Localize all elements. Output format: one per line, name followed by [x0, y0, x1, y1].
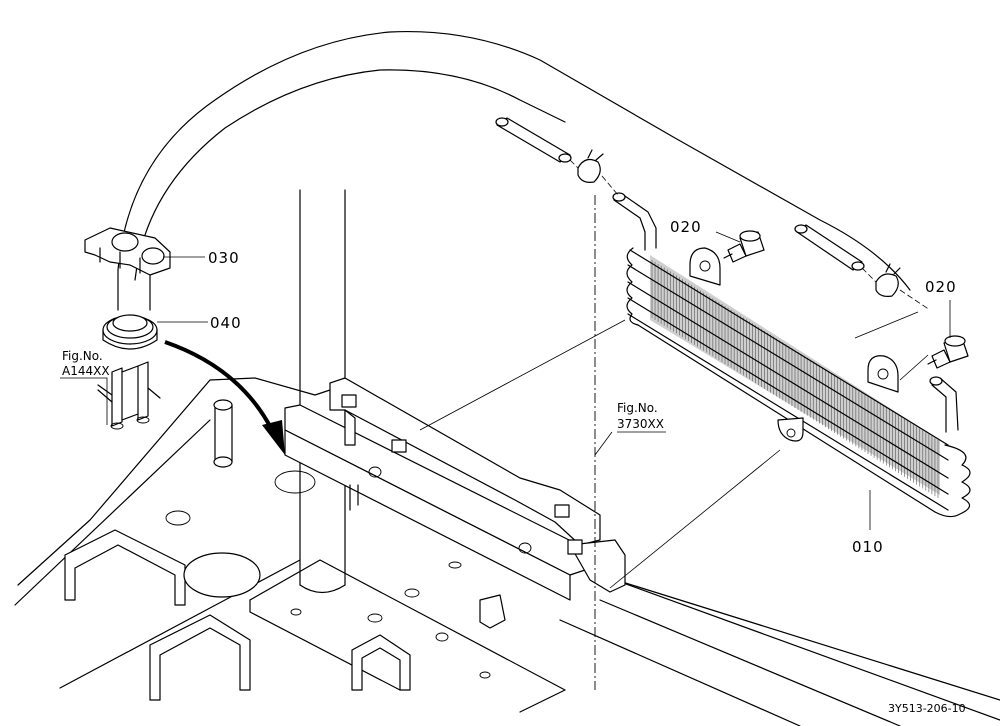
reference-3730xx-prefix: Fig.No.	[617, 401, 658, 415]
callout-040: 040	[210, 314, 242, 332]
leader-lines	[60, 231, 951, 589]
document-code: 3Y513-206-10	[888, 702, 966, 715]
bolt-right	[927, 335, 969, 369]
reference-a144xx-code: A144XX	[62, 364, 110, 378]
reference-a144xx-prefix: Fig.No.	[62, 349, 103, 363]
grommet-040	[102, 314, 158, 350]
pipe-fragment-a144xx	[97, 361, 161, 430]
callout-020-right: 020	[925, 278, 957, 296]
reference-3730xx-code: 3730XX	[617, 417, 664, 431]
callout-030: 030	[208, 249, 240, 267]
callout-010: 010	[852, 538, 884, 556]
oil-cooler	[612, 192, 971, 518]
base-frame	[14, 377, 1000, 726]
mounting-bracket	[284, 377, 626, 629]
install-arrow	[164, 340, 285, 455]
callout-020-left: 020	[670, 218, 702, 236]
pipe-clamp-030	[84, 227, 171, 311]
bolt-left	[723, 230, 765, 263]
hoses	[117, 30, 931, 311]
